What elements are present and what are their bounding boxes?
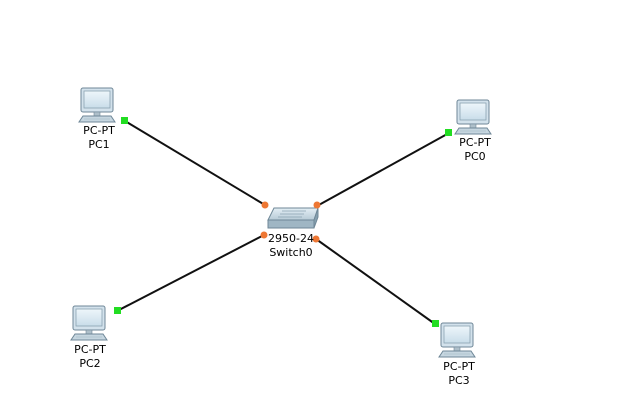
pc3-name-label: PC3 xyxy=(448,374,470,387)
pc0-model-label: PC-PT xyxy=(459,136,491,149)
link-status-light-up xyxy=(445,129,452,136)
link-pc3-switch0[interactable] xyxy=(315,238,436,325)
pc2-model-label: PC-PT xyxy=(74,343,106,356)
link-status-light-port xyxy=(313,201,321,209)
pc1-name-label: PC1 xyxy=(88,138,110,151)
link-pc2-switch0[interactable] xyxy=(116,234,265,312)
switch-icon[interactable] xyxy=(267,207,319,229)
pc-icon[interactable] xyxy=(78,87,116,123)
pc0-name-label: PC0 xyxy=(464,150,486,163)
link-pc0-switch0[interactable] xyxy=(316,132,450,207)
link-status-light-port xyxy=(260,231,268,239)
pc1-model-label: PC-PT xyxy=(83,124,115,137)
pc-icon[interactable] xyxy=(438,322,476,358)
switch0-model-label: 2950-24 xyxy=(268,232,314,245)
link-status-light-up xyxy=(432,320,439,327)
pc2-name-label: PC2 xyxy=(79,357,101,370)
pc-icon[interactable] xyxy=(454,99,492,135)
pc-icon[interactable] xyxy=(70,305,108,341)
link-status-light-port xyxy=(312,235,320,243)
switch0-name-label: Switch0 xyxy=(269,246,313,259)
pc3-model-label: PC-PT xyxy=(443,360,475,373)
link-status-light-up xyxy=(121,117,128,124)
link-status-light-port xyxy=(261,201,269,209)
link-pc1-switch0[interactable] xyxy=(124,120,266,206)
link-status-light-up xyxy=(114,307,121,314)
